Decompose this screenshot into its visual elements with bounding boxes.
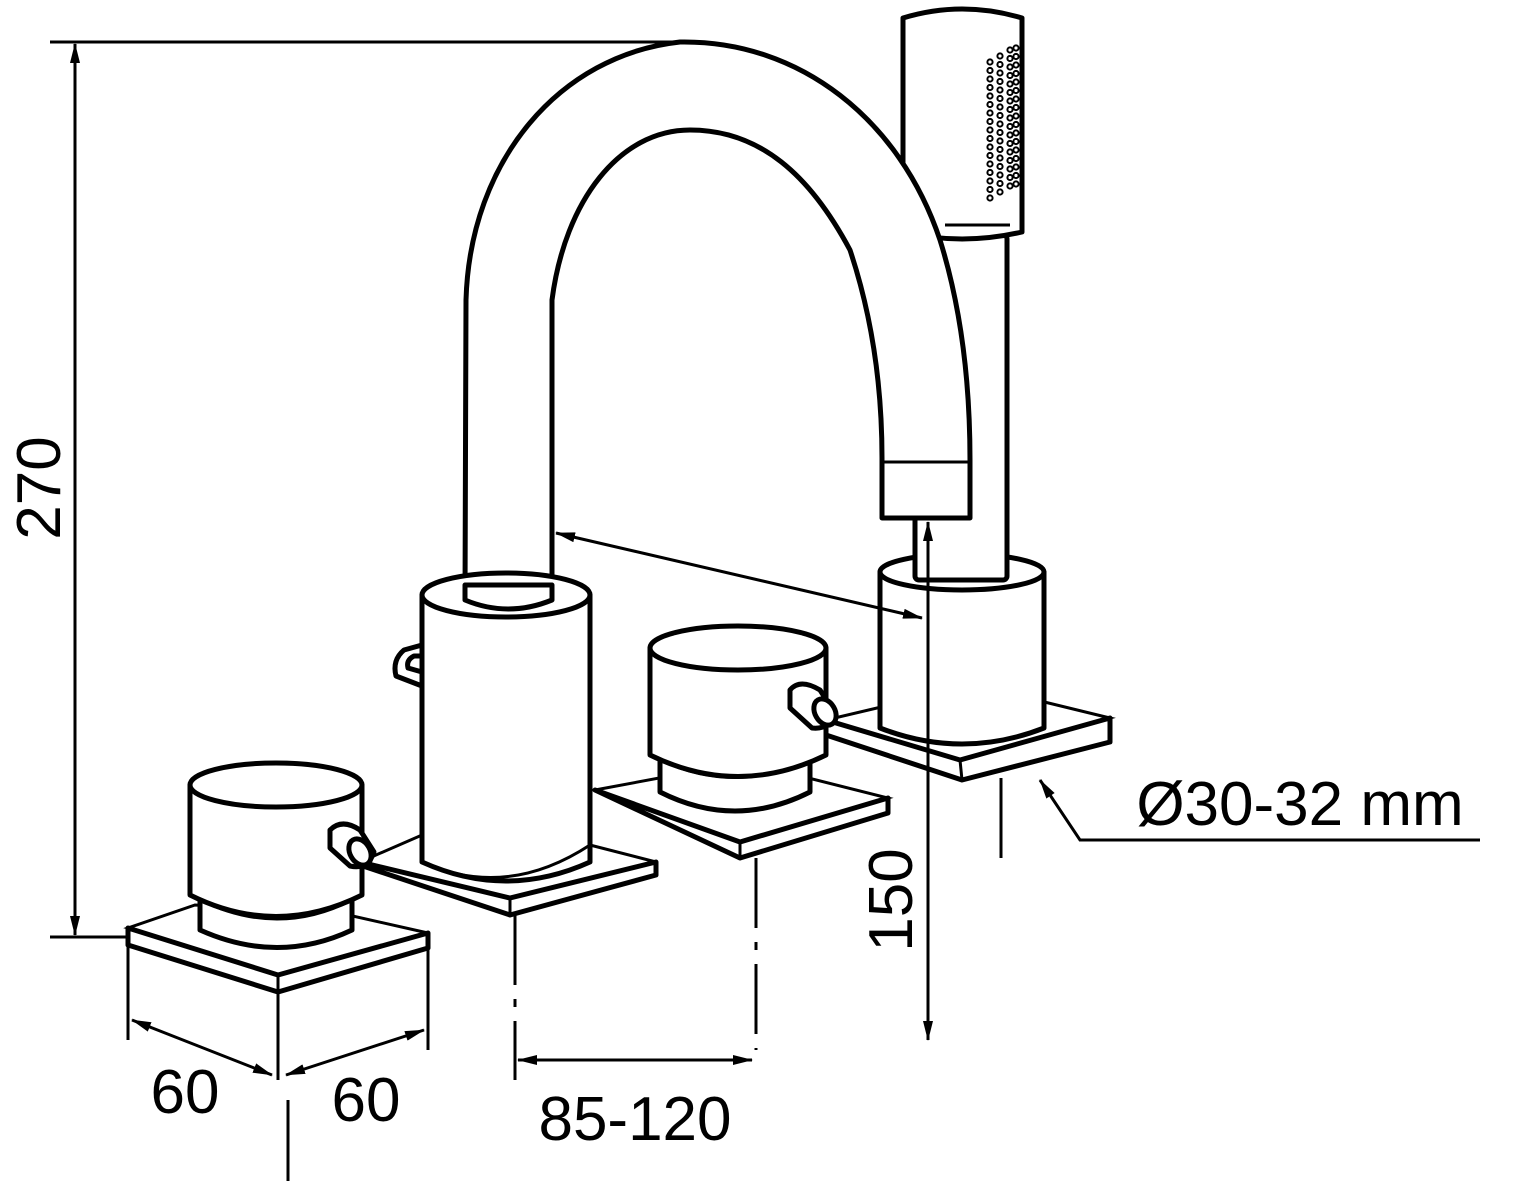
spray-nozzle-dot <box>986 100 994 109</box>
spray-nozzle-dot <box>986 160 994 168</box>
left-plate-width-label: 60 <box>151 1058 220 1127</box>
spray-nozzles <box>986 44 1020 202</box>
spray-nozzle-dot <box>996 120 1004 128</box>
spray-nozzle-dot <box>996 111 1004 120</box>
spray-nozzle-dot <box>986 75 994 83</box>
total-height-label: 270 <box>5 436 74 539</box>
spray-nozzle-dot <box>996 188 1004 196</box>
spray-nozzle-dot <box>1006 182 1014 190</box>
hole-diameter-label: Ø30-32 mm <box>1136 770 1463 839</box>
spray-nozzle-dot <box>1006 148 1014 156</box>
spray-nozzle-dot <box>986 177 994 185</box>
spray-nozzle-dot <box>1006 173 1014 182</box>
spray-nozzle-dot <box>1006 122 1014 131</box>
spray-nozzle-dot <box>1006 88 1014 97</box>
spout-reach-label: 150 <box>857 848 926 951</box>
spray-nozzle-dot <box>1006 131 1014 139</box>
spray-nozzle-dot <box>986 194 994 202</box>
spray-nozzle-dot <box>996 145 1004 154</box>
spray-nozzle-dot <box>986 185 994 194</box>
spray-nozzle-dot <box>986 66 994 75</box>
spray-nozzle-dot <box>996 171 1004 179</box>
middle-handle <box>647 623 839 814</box>
spray-nozzle-dot <box>1012 163 1020 171</box>
handle-spacing-label: 85-120 <box>538 1085 731 1154</box>
height-dimension <box>50 40 680 939</box>
spray-nozzle-dot <box>986 168 994 177</box>
spray-nozzle-dot <box>1012 171 1020 180</box>
spray-nozzle-dot <box>996 94 1004 103</box>
spray-nozzle-dot <box>1012 61 1020 69</box>
spray-nozzle-dot <box>986 134 994 143</box>
spray-nozzle-dot <box>1006 156 1014 165</box>
spray-nozzle-dot <box>1006 80 1014 88</box>
left-plate-depth-label: 60 <box>332 1066 401 1135</box>
spray-nozzle-dot <box>986 92 994 100</box>
spray-nozzle-dot <box>986 126 994 134</box>
spray-nozzle-dot <box>1012 69 1020 78</box>
hole-diameter-callout <box>999 778 1480 858</box>
spray-nozzle-dot <box>1012 78 1020 86</box>
spray-nozzle-dot <box>996 86 1004 94</box>
spray-nozzle-dot <box>1006 46 1014 54</box>
spray-nozzle-dot <box>996 179 1004 188</box>
spray-nozzle-dot <box>1012 95 1020 103</box>
reach-dimension <box>555 521 933 1041</box>
spray-nozzle-dot <box>996 52 1004 60</box>
spray-nozzle-dot <box>1006 139 1014 148</box>
spray-nozzle-dot <box>996 103 1004 111</box>
spray-nozzle-dot <box>986 117 994 126</box>
spray-nozzle-dot <box>1006 165 1014 173</box>
spray-nozzle-dot <box>996 162 1004 171</box>
spray-nozzle-dot <box>986 151 994 160</box>
spray-nozzle-dot <box>1006 54 1014 63</box>
spray-nozzle-dot <box>986 58 994 66</box>
spray-nozzle-dot <box>1006 63 1014 71</box>
spray-nozzle-dot <box>1012 86 1020 95</box>
spray-nozzle-dot <box>1012 103 1020 112</box>
spray-nozzle-dot <box>986 83 994 92</box>
spray-nozzle-dot <box>996 69 1004 77</box>
spray-nozzle-dot <box>1012 180 1020 188</box>
spray-nozzle-dot <box>996 77 1004 86</box>
spray-nozzle-dot <box>996 154 1004 162</box>
spray-nozzle-dot <box>1012 146 1020 154</box>
spray-nozzle-dot <box>996 60 1004 69</box>
spray-nozzle-dot <box>1012 120 1020 129</box>
spray-nozzle-dot <box>1006 97 1014 105</box>
plate-dimensions <box>126 945 430 1181</box>
left-handle <box>187 760 377 950</box>
spray-nozzle-dot <box>1012 129 1020 137</box>
spray-nozzle-dot <box>1012 137 1020 146</box>
spacing-dimension <box>513 858 758 1080</box>
spray-nozzle-dot <box>996 137 1004 145</box>
spray-nozzle-dot <box>1012 52 1020 61</box>
spout-body <box>392 570 593 884</box>
spray-nozzle-dot <box>1012 112 1020 120</box>
spray-nozzle-dot <box>1012 154 1020 163</box>
spray-nozzle-dot <box>1006 114 1014 122</box>
spray-nozzle-dot <box>996 128 1004 137</box>
spray-nozzle-dot <box>1012 44 1020 52</box>
spray-nozzle-dot <box>986 143 994 151</box>
spout <box>462 39 973 603</box>
spray-nozzle-dot <box>986 109 994 117</box>
spray-nozzle-dot <box>1006 71 1014 80</box>
spray-nozzle-dot <box>1006 105 1014 114</box>
